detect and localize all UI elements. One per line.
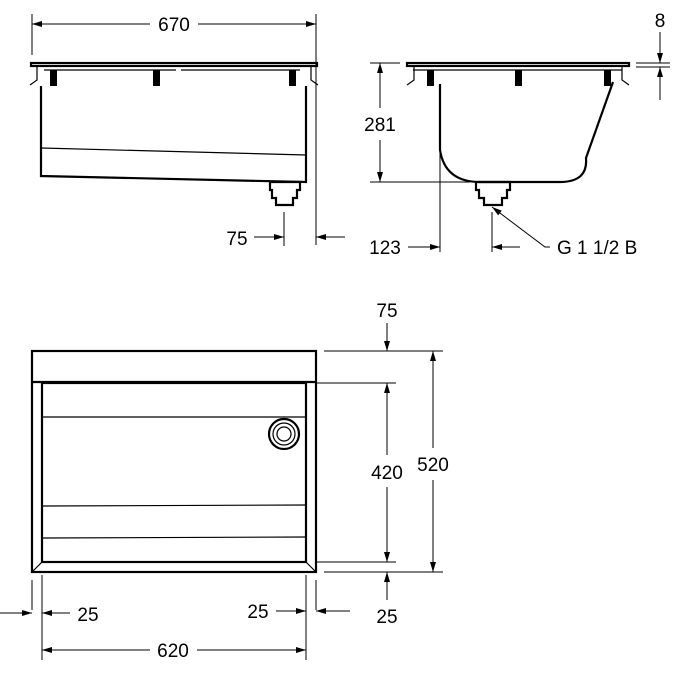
rim-plate: [29, 61, 319, 68]
back-band-dimension: 75: [376, 301, 397, 322]
drain-icon: [267, 417, 301, 451]
drain-offset-dimension: 75: [226, 229, 247, 250]
drain-outlet: [474, 180, 512, 207]
outer-depth-dimension: 520: [417, 455, 449, 476]
height-dimension: 281: [364, 115, 396, 136]
side-view: 281 8 123 G 1 1/2 B: [364, 11, 670, 259]
basin-profile: [438, 81, 615, 184]
drain-outlet: [268, 180, 302, 207]
inner-width-dimension: 620: [157, 641, 189, 662]
front-view: 670 75: [29, 14, 345, 250]
left-margin-dimension: 25: [77, 605, 98, 626]
basin-body: [39, 86, 308, 184]
rim-plate: [405, 61, 631, 68]
drain-thread-label: G 1 1/2 B: [557, 238, 637, 259]
right-margin-dimension: 25: [247, 602, 268, 623]
mounting-clip: [50, 70, 296, 86]
rim-thickness-dimension: 8: [655, 11, 666, 32]
plan-view: 75 420 520 25 25 25 620: [0, 301, 449, 662]
basin-outline: [30, 349, 318, 574]
drain-setback-dimension: 123: [369, 238, 401, 259]
front-margin-dimension: 25: [376, 607, 397, 628]
width-dimension: 670: [158, 15, 190, 36]
inner-depth-dimension: 420: [371, 463, 403, 484]
